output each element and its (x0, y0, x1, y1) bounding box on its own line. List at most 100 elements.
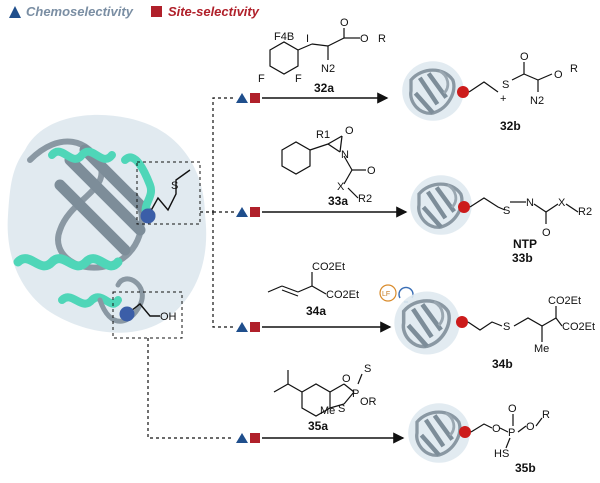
33a-atom-4: X (337, 181, 345, 193)
reagent-label-34a: 34a (306, 304, 326, 318)
helix-4 (58, 293, 122, 308)
33a-atom-3: O (367, 165, 376, 177)
protein-structure: S OH (7, 114, 207, 339)
34b-atom-0: S (503, 321, 510, 333)
product-34b: S CO2Et CO2Et Me 34b (394, 292, 595, 371)
reagent-label-35a: 35a (308, 419, 328, 433)
32a-atom-0: F4B (274, 31, 294, 43)
product-35b: O P O O R HS 35b (408, 403, 550, 475)
34b-atom-3: Me (534, 343, 549, 355)
32b-atom-4: O (554, 69, 563, 81)
lf-catalyst-icon (379, 284, 397, 302)
35a-atom-5: Me (320, 405, 335, 417)
34a-atom-1: CO2Et (326, 289, 359, 301)
modification-dot-33b (458, 201, 470, 213)
32a-atom-4: N2 (321, 63, 335, 75)
32b-atom-5: R (570, 63, 578, 75)
product-label-35b: 35b (515, 461, 536, 475)
33a-atom-1: O (345, 125, 354, 137)
35a-atom-3: S (338, 403, 345, 415)
33a-atom-2: N (341, 149, 349, 161)
33b-atom-3: O (542, 227, 551, 239)
34a-atom-2: LF (382, 291, 390, 298)
35b-atom-4: R (542, 409, 550, 421)
ser-side-chain (126, 303, 160, 317)
met-sulfur-label: S (171, 180, 178, 192)
helix-3 (121, 153, 156, 222)
legend-chemoselectivity: Chemoselectivity (26, 4, 133, 19)
markers (236, 93, 260, 443)
site-marker-33 (250, 207, 260, 217)
square-icon (150, 5, 162, 17)
site-marker-35 (250, 433, 260, 443)
product-33b: S N X O R2 NTP 33b (410, 175, 592, 265)
reagent-35a: O S P S OR Me 35a (273, 363, 377, 433)
reagent-32a: F4B F F I N2 O O R 32a (258, 17, 386, 95)
35a-atom-2: P (352, 388, 359, 400)
ser-residue-dot (119, 306, 135, 322)
33a-atom-5: R2 (358, 193, 372, 205)
protein-surface (7, 114, 207, 333)
reagent-label-33a: 33a (328, 194, 348, 208)
ser-oh-label: OH (160, 311, 177, 323)
chemo-marker-34 (236, 322, 248, 332)
reagent-34a: CO2Et CO2Et LF 34a (267, 261, 414, 318)
site-marker-34 (250, 322, 260, 332)
reagent-33a: R1 O N O X R2 33a (281, 125, 376, 208)
32a-atom-6: O (360, 33, 369, 45)
35a-atom-1: S (364, 363, 371, 375)
chemo-marker-33 (236, 207, 248, 217)
33b-atom-2: X (558, 197, 566, 209)
mini-protein-34b (394, 292, 459, 355)
34a-atom-0: CO2Et (312, 261, 345, 273)
32a-atom-5: O (340, 17, 349, 29)
product-label-33b: 33b (512, 251, 533, 265)
reagent-label-32a: 32a (314, 81, 334, 95)
site-marker-32 (250, 93, 260, 103)
33b-atom-1: N (526, 197, 534, 209)
33b-atom-4: R2 (578, 206, 592, 218)
32a-atom-1: F (258, 73, 265, 85)
chemo-marker-35 (236, 433, 248, 443)
product-32b: S + N2 O O R 32b (402, 51, 578, 133)
reaction-arrows (262, 92, 408, 444)
32b-atom-3: O (520, 51, 529, 63)
32b-atom-1: + (500, 93, 506, 105)
35b-atom-1: P (508, 427, 515, 439)
product-label-34b: 34b (492, 357, 513, 371)
legend: Chemoselectivity Site-selectivity (8, 4, 259, 19)
modification-dot-34b (456, 316, 468, 328)
modification-dot-35b (459, 426, 471, 438)
mini-protein-32b (402, 61, 464, 120)
ser-selection-box (112, 291, 183, 339)
legend-site-selectivity: Site-selectivity (167, 4, 259, 19)
connectors (147, 97, 234, 439)
33a-atom-0: R1 (316, 129, 330, 141)
modification-dot-32b (457, 86, 469, 98)
helix-2 (48, 147, 116, 163)
32b-atom-0: S (502, 79, 509, 91)
met-side-chain (147, 169, 191, 217)
32b-atom-2: N2 (530, 95, 544, 107)
34b-atom-2: CO2Et (562, 321, 595, 333)
33b-atom-0: S (503, 205, 510, 217)
32a-atom-7: R (378, 33, 386, 45)
32a-atom-2: F (295, 73, 302, 85)
35b-atom-0: O (492, 423, 501, 435)
helix-1 (13, 254, 123, 271)
met-residue-dot (140, 208, 156, 224)
met-selection-box (136, 161, 201, 225)
34b-atom-1: CO2Et (548, 295, 581, 307)
35b-atom-3: O (526, 421, 535, 433)
product-label-32b: 32b (500, 119, 521, 133)
35a-atom-0: O (342, 373, 351, 385)
32a-atom-3: I (306, 33, 309, 45)
chemo-marker-32 (236, 93, 248, 103)
35b-atom-5: HS (494, 448, 509, 460)
35a-atom-4: OR (360, 396, 377, 408)
product-name-33b: NTP (513, 237, 537, 251)
beta-sheet (54, 144, 156, 256)
35b-atom-2: O (508, 403, 517, 415)
